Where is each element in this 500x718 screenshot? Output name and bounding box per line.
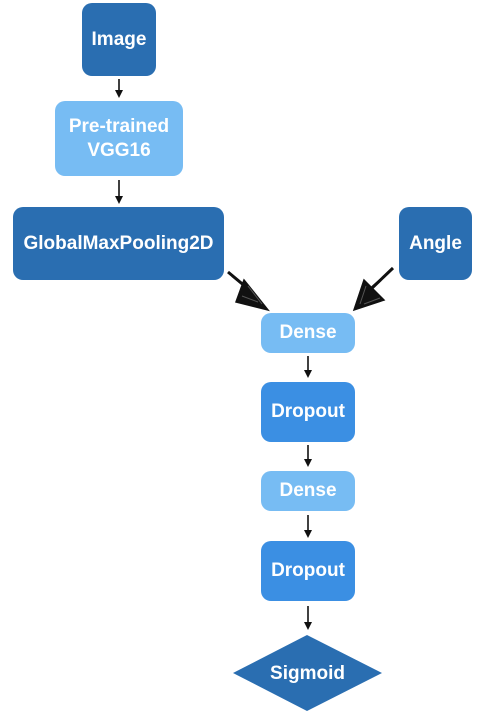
- arrow-gmp-to-dense: [227, 270, 270, 312]
- dense-node-2-label: Dense: [279, 480, 337, 501]
- vgg16-node: Pre-trained VGG16: [55, 101, 183, 176]
- angle-node-label: Angle: [409, 232, 462, 254]
- dropout-node-1: Dropout: [261, 382, 355, 442]
- dropout-node-1-label: Dropout: [271, 401, 345, 422]
- globalmaxpooling2d-node-label: GlobalMaxPooling2D: [23, 232, 214, 254]
- dense-node-2: Dense: [261, 471, 355, 511]
- image-node-label: Image: [91, 28, 147, 50]
- sigmoid-node-label: Sigmoid: [270, 663, 345, 684]
- dropout-node-2: Dropout: [261, 541, 355, 601]
- sigmoid-diamond: [233, 635, 382, 711]
- globalmaxpooling2d-node: GlobalMaxPooling2D: [13, 207, 224, 280]
- arrow-angle-to-dense: [352, 266, 395, 312]
- angle-node: Angle: [399, 207, 472, 280]
- vgg16-node-label: Pre-trained VGG16: [68, 115, 170, 161]
- dropout-node-2-label: Dropout: [271, 560, 345, 581]
- dense-node-1: Dense: [261, 313, 355, 353]
- dense-node-1-label: Dense: [279, 322, 337, 343]
- image-node: Image: [82, 3, 156, 76]
